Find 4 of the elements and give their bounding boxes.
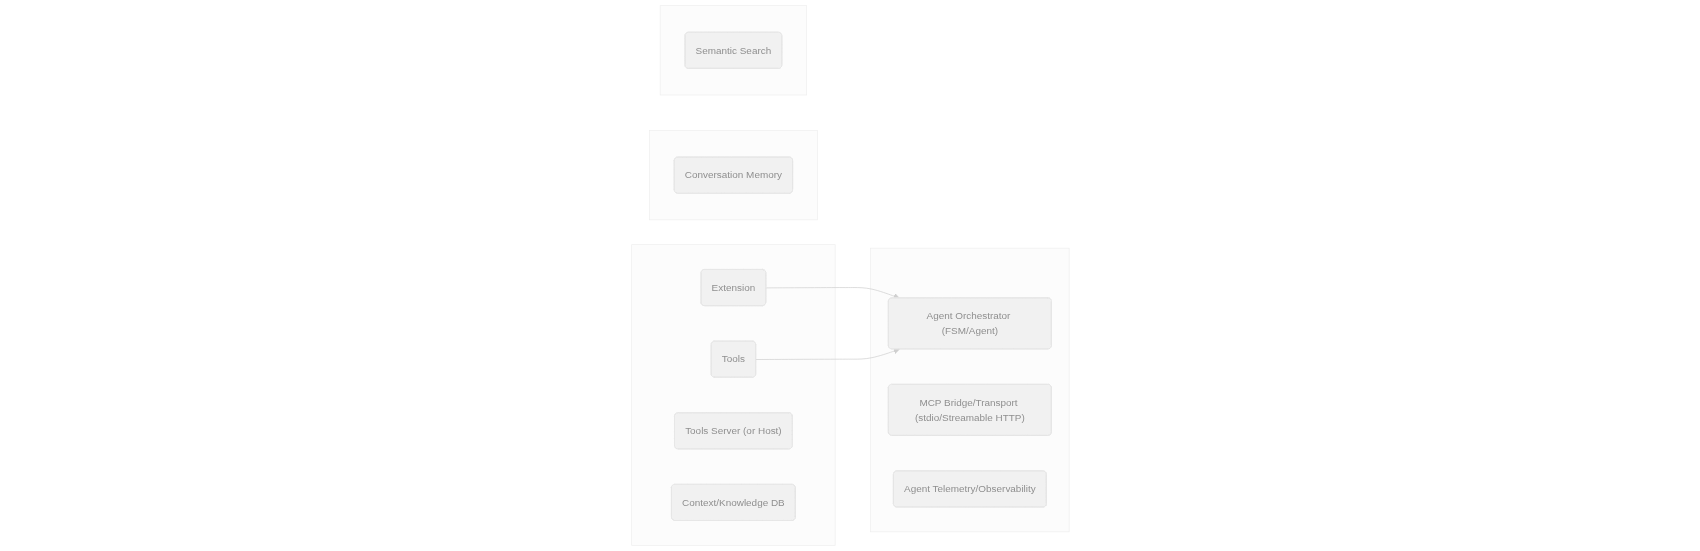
cluster: [630, 244, 836, 546]
cluster: [648, 130, 818, 221]
cluster: [659, 5, 807, 96]
cluster: [869, 247, 1070, 533]
